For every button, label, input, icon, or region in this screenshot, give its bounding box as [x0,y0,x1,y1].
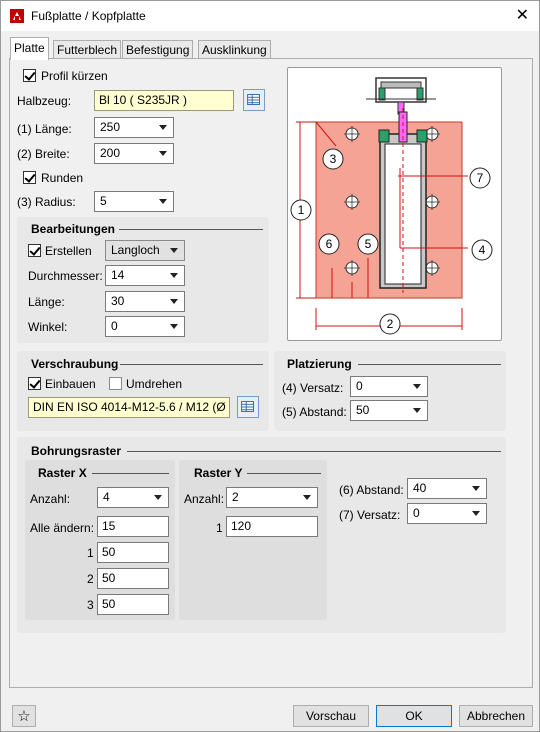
raster-x-anzahl-combo[interactable]: 4 [97,487,169,508]
laenge-label: (1) Länge: [17,122,72,136]
radius-label: (3) Radius: [17,195,76,209]
raster-y-anzahl-label: Anzahl: [184,492,225,506]
marker-1: 1 [298,203,305,217]
tab-label: Futterblech [57,43,118,57]
table-icon [247,94,260,105]
runden-checkbox[interactable] [23,171,36,184]
einbauen-label: Einbauen [45,377,96,391]
raster-x-row-2-field[interactable]: 50 [97,568,169,589]
bearbeitung-laenge-combo[interactable]: 30 [105,291,185,312]
group-divider [119,229,263,230]
halbzeug-field[interactable]: Bl 10 ( S235JR ) [94,90,234,111]
app-logo-icon [10,9,24,23]
alle-aendern-field[interactable]: 15 [97,516,169,537]
bohrungsraster-title: Bohrungsraster [31,444,122,458]
bearbeitungen-title: Bearbeitungen [31,222,116,236]
favorite-button[interactable]: ☆ [12,705,36,727]
tab-label: Ausklinkung [202,43,267,57]
umdrehen-checkbox[interactable] [109,377,122,390]
verschraubung-title: Verschraubung [31,357,119,371]
erstellen-checkbox[interactable] [28,244,41,257]
versatz-combo[interactable]: 0 [350,376,428,397]
marker-5: 5 [365,237,372,251]
raster-abstand-combo[interactable]: 40 [407,478,487,499]
tab-label: Platte [14,41,45,55]
window-title: Fußplatte / Kopfplatte [31,9,146,23]
marker-2: 2 [387,317,394,331]
runden-label: Runden [41,171,84,185]
alle-aendern-label: Alle ändern: [30,521,95,535]
breite-combo[interactable]: 200 [94,143,174,164]
breite-label: (2) Breite: [17,147,70,161]
tab-futterblech[interactable]: Futterblech [53,40,122,59]
group-divider [358,364,501,365]
marker-7: 7 [477,171,484,185]
marker-4: 4 [479,243,486,257]
raster-y-group [179,460,327,620]
raster-x-row-1-field[interactable]: 50 [97,542,169,563]
raster-y-anzahl-combo[interactable]: 2 [226,487,318,508]
raster-y-row-index: 1 [216,521,223,535]
vorschau-button[interactable]: Vorschau [293,705,369,727]
raster-versatz-combo[interactable]: 0 [407,503,487,524]
profil-kuerzen-checkbox[interactable] [23,69,36,82]
bearbeitung-laenge-label: Länge: [28,295,65,309]
schraube-field[interactable]: DIN EN ISO 4014-M12-5.6 / M12 (Ø [28,397,230,418]
tab-label: Befestigung [126,43,190,57]
raster-x-row-index: 3 [87,598,94,612]
group-divider [120,364,263,365]
bearbeitungsart-combo[interactable]: Langloch [105,240,185,261]
halbzeug-catalog-button[interactable] [243,89,265,111]
abstand-label: (5) Abstand: [282,405,347,419]
raster-x-row-3-field[interactable]: 50 [97,594,169,615]
umdrehen-label: Umdrehen [126,377,183,391]
abstand-combo[interactable]: 50 [350,400,428,421]
group-divider [127,451,501,452]
raster-x-row-index: 1 [87,546,94,560]
raster-x-row-index: 2 [87,572,94,586]
group-divider [247,473,321,474]
winkel-combo[interactable]: 0 [105,316,185,337]
group-divider [92,473,169,474]
raster-x-title: Raster X [38,466,87,480]
ok-button[interactable]: OK [376,705,452,727]
schraube-catalog-button[interactable] [237,396,259,418]
preview-drawing: 1 2 3 4 5 6 7 [287,67,502,341]
star-icon: ☆ [17,708,31,725]
raster-y-row-1-field[interactable]: 120 [226,516,318,537]
tab-platte[interactable]: Platte [10,37,49,60]
radius-combo[interactable]: 5 [94,191,174,212]
table-icon [241,401,254,412]
halbzeug-label: Halbzeug: [17,94,72,108]
marker-6: 6 [326,237,333,251]
versatz-label: (4) Versatz: [282,381,344,395]
abbrechen-button[interactable]: Abbrechen [459,705,533,727]
durchmesser-label: Durchmesser: [28,269,103,283]
raster-abstand-label: (6) Abstand: [339,483,404,497]
raster-x-group [25,460,175,620]
erstellen-label: Erstellen [45,244,92,258]
laenge-combo[interactable]: 250 [94,117,174,138]
raster-x-anzahl-label: Anzahl: [30,492,71,506]
profil-kuerzen-label: Profil kürzen [41,69,108,83]
title-bar: Fußplatte / Kopfplatte ✕ [1,1,539,31]
durchmesser-combo[interactable]: 14 [105,265,185,286]
platzierung-title: Platzierung [287,357,352,371]
tab-ausklinkung[interactable]: Ausklinkung [198,40,271,59]
raster-versatz-label: (7) Versatz: [339,508,401,522]
marker-3: 3 [330,152,337,166]
close-icon[interactable]: ✕ [515,7,529,24]
raster-y-title: Raster Y [194,466,243,480]
plate-drawing: 1 2 3 4 5 6 7 [290,77,493,335]
einbauen-checkbox[interactable] [28,377,41,390]
tab-befestigung[interactable]: Befestigung [122,40,194,59]
winkel-label: Winkel: [28,320,68,334]
